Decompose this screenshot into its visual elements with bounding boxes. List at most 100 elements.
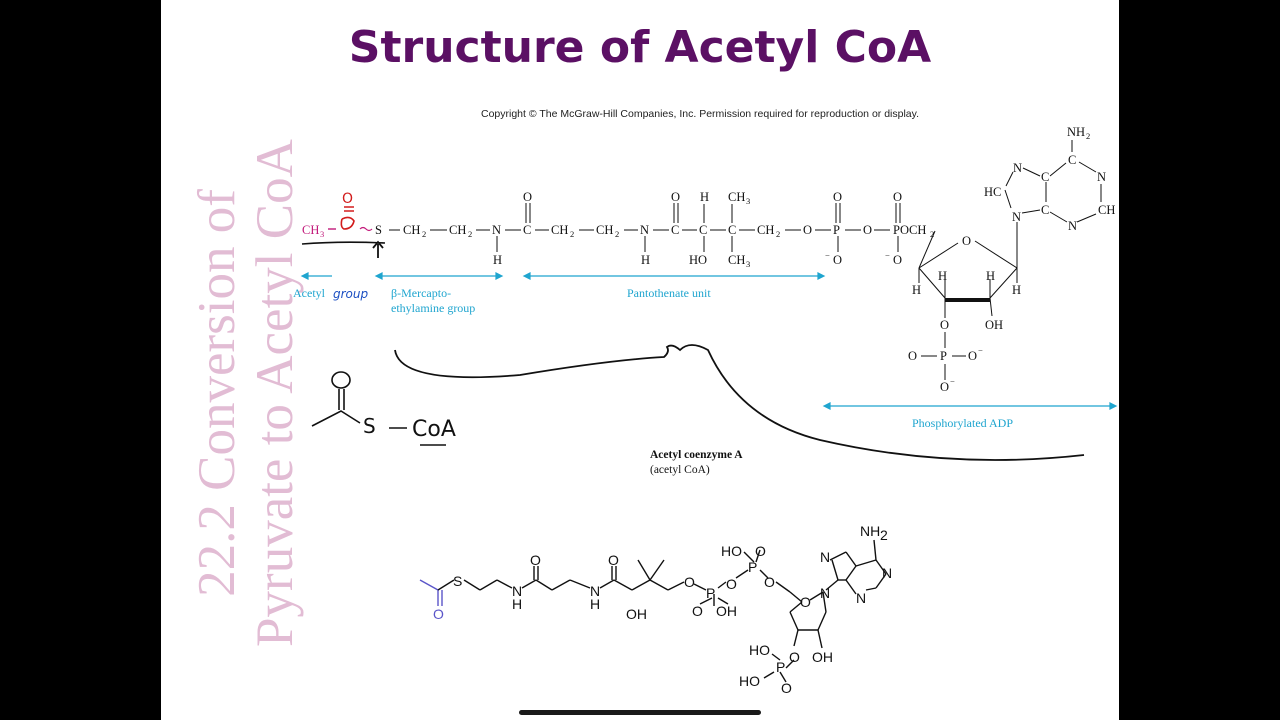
ch2-b: CH bbox=[449, 223, 466, 237]
slide: 22.2 Conversion of Pyruvate to Acetyl Co… bbox=[161, 0, 1119, 720]
acetyl-ch3: CH bbox=[302, 223, 319, 237]
handwritten-carbonyl: O bbox=[301, 191, 386, 258]
ch2-e: CH bbox=[757, 223, 774, 237]
oxygen-minus-1: O bbox=[833, 253, 842, 267]
oxygen-bridge-2: O bbox=[863, 223, 872, 237]
acetyl-coa-diagram: CH 3 S CH 2 CH 2 N H C O CH 2 CH 2 N H C… bbox=[293, 125, 1118, 696]
adenine-hc: HC bbox=[984, 185, 1001, 199]
ch2-c-sub: 2 bbox=[570, 229, 574, 239]
ribose-phosphate-o-right: O bbox=[968, 349, 977, 363]
adenine-c-2: C bbox=[1041, 170, 1049, 184]
label-mercapto-2: ethylamine group bbox=[391, 301, 475, 315]
ribose-h-3: H bbox=[912, 283, 921, 297]
ch2-d: CH bbox=[596, 223, 613, 237]
handwritten-brace bbox=[394, 344, 1085, 461]
caption-abbrev: (acetyl CoA) bbox=[650, 464, 710, 476]
skeletal-bonds bbox=[419, 539, 887, 683]
adenine-nh2: NH bbox=[1067, 125, 1085, 139]
handwritten-carbonyl-o: O bbox=[342, 191, 353, 207]
skeletal-ho-p3: HO bbox=[739, 673, 760, 689]
ribose-phosphate-minus-2: − bbox=[950, 376, 955, 386]
skeletal-oh-chain: OH bbox=[626, 606, 647, 622]
skeletal-nh2: NH bbox=[860, 523, 880, 539]
carbon-1: C bbox=[523, 223, 531, 237]
skeletal-o-p1b: O bbox=[726, 576, 737, 592]
skeletal-oh-p1: OH bbox=[716, 603, 737, 619]
skeletal-o-p2: O bbox=[755, 543, 766, 559]
adenine-n-1: N bbox=[1013, 161, 1022, 175]
skeletal-n-2: N bbox=[590, 583, 600, 599]
ribose-phosphate-o-left: O bbox=[908, 349, 917, 363]
handwritten-shorthand bbox=[311, 371, 446, 446]
oxygen-top-2: O bbox=[671, 190, 680, 204]
skeletal-p-2: P bbox=[748, 559, 757, 575]
ribose-phosphate-p: P bbox=[940, 349, 947, 363]
carbon-4: C bbox=[728, 223, 736, 237]
skeletal-o-ester: O bbox=[684, 574, 695, 590]
adenine-c-3: C bbox=[1041, 203, 1049, 217]
skeletal-o-p2b: O bbox=[764, 574, 775, 590]
adenine-n-2: N bbox=[1097, 170, 1106, 184]
skeletal-o-p3b: O bbox=[781, 680, 792, 696]
skeletal-o-ring: O bbox=[800, 594, 811, 610]
ribose-bridge-oxygen: O bbox=[940, 318, 949, 332]
minus-1: − bbox=[825, 250, 830, 260]
label-mercapto-1: β-Mercapto- bbox=[391, 286, 451, 300]
oxygen-bridge-1: O bbox=[803, 223, 812, 237]
h-on-n2: H bbox=[641, 253, 650, 267]
slide-title: Structure of Acetyl CoA bbox=[348, 22, 932, 73]
skeletal-o-amide-1: O bbox=[530, 552, 541, 568]
carbon-3: C bbox=[699, 223, 707, 237]
skeletal-o-p3: O bbox=[789, 649, 800, 665]
h-on-n1: H bbox=[493, 253, 502, 267]
copyright-notice: Copyright © The McGraw-Hill Companies, I… bbox=[481, 108, 920, 120]
nitrogen-1: N bbox=[492, 223, 501, 237]
poch2-sub: 2 bbox=[930, 229, 934, 239]
skeletal-p-3: P bbox=[776, 659, 785, 675]
ribose-phosphate-o-bottom: O bbox=[940, 380, 949, 394]
caption-name: Acetyl coenzyme A bbox=[650, 449, 743, 461]
oxygen-top-4: O bbox=[893, 190, 902, 204]
methyl-top: CH bbox=[728, 190, 745, 204]
label-phosphorylated-adp: Phosphorylated ADP bbox=[912, 416, 1013, 430]
methyl-bottom-sub: 3 bbox=[746, 259, 750, 269]
skeletal-n-d: N bbox=[820, 585, 830, 601]
adenine-n-4: N bbox=[1068, 219, 1077, 233]
ribose-hydroxyl: OH bbox=[985, 318, 1003, 332]
skeletal-oh-ribose: OH bbox=[812, 649, 833, 665]
skeletal-n-c: N bbox=[856, 590, 866, 606]
adenine-n-3: N bbox=[1012, 210, 1021, 224]
acetyl-ch3-sub: 3 bbox=[320, 229, 324, 239]
methyl-top-sub: 3 bbox=[746, 196, 750, 206]
phosphorus-1: P bbox=[833, 223, 840, 237]
skeletal-h-2: H bbox=[590, 596, 600, 612]
skeletal-o-acetyl: O bbox=[433, 606, 444, 622]
h-top: H bbox=[700, 190, 709, 204]
adenine-ch: CH bbox=[1098, 203, 1115, 217]
hydroxyl-ho: HO bbox=[689, 253, 707, 267]
ribose-h-4: H bbox=[1012, 283, 1021, 297]
skeletal-o-p1a: O bbox=[692, 603, 703, 619]
ch2-a: CH bbox=[403, 223, 420, 237]
skeletal-sulfur: S bbox=[453, 573, 462, 589]
ribose-ring-oxygen: O bbox=[962, 234, 971, 248]
adenine-c-1: C bbox=[1068, 153, 1076, 167]
ch2-a-sub: 2 bbox=[422, 229, 426, 239]
oxygen-top-3: O bbox=[833, 190, 842, 204]
methyl-bottom: CH bbox=[728, 253, 745, 267]
skeletal-n-1: N bbox=[512, 583, 522, 599]
skeletal-h-1: H bbox=[512, 596, 522, 612]
skeletal-ho-ribose: HO bbox=[749, 642, 770, 658]
skeletal-n-a: N bbox=[820, 549, 830, 565]
home-indicator-bar[interactable] bbox=[519, 710, 761, 715]
ribose-h-2: H bbox=[986, 269, 995, 283]
oxygen-top-1: O bbox=[523, 190, 532, 204]
ch2-c: CH bbox=[551, 223, 568, 237]
shorthand-coa: CoA bbox=[412, 417, 456, 442]
ribose-phosphate-minus-1: − bbox=[978, 345, 983, 355]
carbon-2: C bbox=[671, 223, 679, 237]
skeletal-o-amide-2: O bbox=[608, 552, 619, 568]
skeletal-ho-p2: HO bbox=[721, 543, 742, 559]
adenine-nh2-sub: 2 bbox=[1086, 131, 1090, 141]
skeletal-nh2-sub: 2 bbox=[880, 527, 888, 543]
